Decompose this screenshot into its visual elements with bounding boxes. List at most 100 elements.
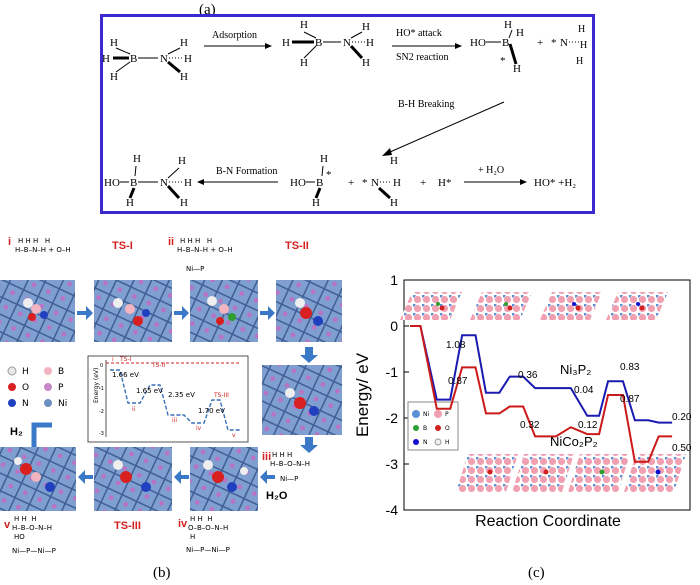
crystal-v bbox=[0, 447, 76, 511]
svg-text:H: H bbox=[126, 197, 134, 209]
svg-text:N: N bbox=[160, 53, 168, 65]
svg-text:B: B bbox=[315, 37, 322, 49]
y-tick-label: -1 bbox=[386, 364, 399, 380]
svg-text:H: H bbox=[180, 71, 188, 83]
svg-text:H–B–O–N–H: H–B–O–N–H bbox=[270, 460, 310, 468]
state-ts1-label: TS-I bbox=[112, 240, 133, 252]
svg-text:*: * bbox=[500, 55, 506, 67]
svg-text:H: H bbox=[180, 37, 188, 49]
svg-text:-2: -2 bbox=[99, 409, 104, 415]
svg-text:*: * bbox=[326, 169, 332, 181]
svg-text:H: H bbox=[184, 177, 192, 189]
svg-text:N: N bbox=[22, 399, 29, 409]
step-bh-breaking-label: B-H Breaking bbox=[398, 99, 454, 110]
svg-text:H: H bbox=[362, 21, 370, 33]
svg-text:TS-II: TS-II bbox=[151, 362, 165, 369]
svg-text:0: 0 bbox=[100, 363, 103, 369]
structure-ii: H H H H bbox=[180, 237, 212, 245]
svg-text:Ni: Ni bbox=[423, 411, 429, 418]
svg-text:H–B–O–N–H: H–B–O–N–H bbox=[12, 524, 52, 532]
svg-text:B: B bbox=[130, 177, 137, 189]
series-label-nico2p2: NiCo₂P₂ bbox=[550, 434, 598, 449]
svg-text:H: H bbox=[362, 57, 370, 69]
svg-text:H: H bbox=[312, 197, 320, 209]
structure-i: H H H H bbox=[18, 237, 50, 245]
svg-text:H: H bbox=[300, 57, 308, 69]
annotation: 0.87 bbox=[448, 376, 468, 387]
svg-text:HO: HO bbox=[290, 177, 306, 189]
svg-text:-3: -3 bbox=[99, 431, 104, 437]
svg-text:H: H bbox=[22, 367, 29, 377]
series-lines bbox=[410, 325, 673, 463]
svg-text:P: P bbox=[445, 411, 449, 418]
svg-text:H: H bbox=[300, 19, 308, 31]
svg-text:Ni: Ni bbox=[58, 399, 67, 409]
svg-text:H: H bbox=[576, 56, 583, 67]
step-ho-attack-label: HO* attack bbox=[396, 28, 442, 39]
svg-text:H: H bbox=[504, 19, 512, 31]
svg-text:H: H bbox=[110, 37, 118, 49]
energy-profile-chart: 10-1-2-3-4 Energy/ eV Reaction Coordinat… bbox=[353, 272, 692, 530]
h2-label: H₂ bbox=[10, 426, 23, 438]
step-bn-formation-label: B-N Formation bbox=[216, 166, 277, 177]
inset-energy-diagram: Energy (eV) 1.66 eV 1.65 eV 2.35 eV 1.70… bbox=[87, 355, 249, 443]
svg-text:i: i bbox=[112, 356, 114, 363]
svg-text:H: H bbox=[102, 53, 110, 65]
annotation: 0.83 bbox=[620, 362, 640, 373]
svg-text:H: H bbox=[184, 53, 192, 65]
y-tick-label: 0 bbox=[390, 318, 398, 334]
svg-text:Ni—P: Ni—P bbox=[186, 265, 204, 273]
series-label-ni3p2: Ni₃P₂ bbox=[560, 362, 591, 377]
svg-text:HO: HO bbox=[104, 177, 120, 189]
svg-text:H: H bbox=[366, 37, 374, 49]
svg-text:H: H bbox=[393, 177, 401, 189]
series-line-ni3p2 bbox=[410, 325, 673, 424]
svg-text:B: B bbox=[502, 37, 509, 49]
svg-text:O: O bbox=[445, 425, 450, 432]
annotation: 0.87 bbox=[620, 394, 640, 405]
structure-v: H H H bbox=[14, 515, 36, 523]
step-h2o-label: + H₂O bbox=[478, 165, 504, 176]
svg-text:H–B–N–H + O–H: H–B–N–H + O–H bbox=[177, 246, 233, 254]
annotation: 0.12 bbox=[578, 420, 598, 431]
structure-iv: H H H bbox=[190, 515, 212, 523]
state-iii-label: iii bbox=[262, 451, 271, 463]
svg-text:B: B bbox=[316, 177, 323, 189]
svg-text:+: + bbox=[537, 37, 543, 49]
step-sn2-label: SN2 reaction bbox=[396, 52, 449, 63]
mechanism-scheme: H H H B N H H H Adsorption H H H B N H H… bbox=[100, 14, 595, 214]
crystal-ts2 bbox=[276, 280, 342, 342]
y-tick-label: 1 bbox=[390, 272, 398, 288]
svg-text:+: + bbox=[420, 177, 426, 189]
svg-text:N: N bbox=[343, 37, 351, 49]
y-tick-label: -4 bbox=[386, 502, 399, 518]
structure-iii: H H H bbox=[272, 451, 292, 459]
annotation: 0.04 bbox=[574, 385, 594, 396]
y-axis: 10-1-2-3-4 bbox=[386, 272, 409, 518]
slab-images-top bbox=[400, 292, 668, 320]
svg-text:*: * bbox=[362, 177, 368, 189]
svg-text:2.35 eV: 2.35 eV bbox=[168, 391, 195, 399]
state-iv-label: iv bbox=[178, 518, 188, 530]
svg-text:iii: iii bbox=[172, 417, 177, 424]
svg-text:B: B bbox=[58, 367, 64, 377]
crystal-i bbox=[0, 280, 75, 342]
svg-text:H: H bbox=[445, 439, 450, 446]
annotation: 0.20 bbox=[672, 412, 692, 423]
slab-images-bottom bbox=[456, 454, 686, 492]
crystal-ii bbox=[190, 280, 258, 342]
svg-text:v: v bbox=[232, 432, 236, 439]
annotation: 0.32 bbox=[520, 420, 540, 431]
crystal-ts3 bbox=[94, 447, 172, 511]
svg-text:1.65 eV: 1.65 eV bbox=[136, 387, 163, 395]
annotation: 0.50 bbox=[672, 443, 692, 454]
molecule-intermediate: HO B H * H + * N H H H + H* bbox=[290, 153, 451, 209]
svg-text:H*: H* bbox=[438, 177, 451, 189]
svg-text:H: H bbox=[282, 37, 290, 49]
svg-text:*: * bbox=[551, 37, 557, 49]
svg-text:H–B–N–H + O–H: H–B–N–H + O–H bbox=[15, 246, 71, 254]
svg-text:H: H bbox=[190, 533, 195, 541]
svg-text:B: B bbox=[423, 425, 427, 432]
x-axis-label: Reaction Coordinate bbox=[475, 513, 621, 530]
panel-b-label: (b) bbox=[153, 565, 171, 581]
